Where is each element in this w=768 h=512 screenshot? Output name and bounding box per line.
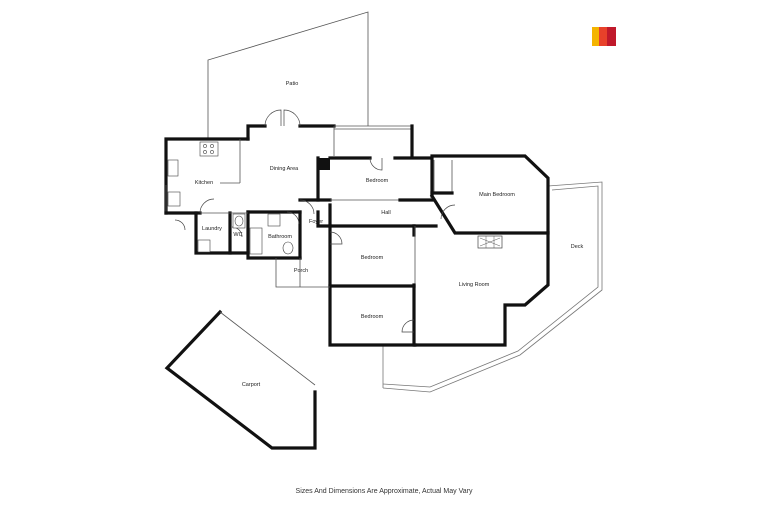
room-label-patio: Patio [286,81,299,87]
disclaimer-text: Sizes And Dimensions Are Approximate, Ac… [295,488,473,495]
room-label-bedroom-bottom: Bedroom [361,314,384,320]
room-label-bedroom-middle: Bedroom [361,255,384,261]
logo-bar-yellow [592,27,600,46]
room-label-foyer: Foyer [309,219,323,225]
room-label-bedroom-top: Bedroom [366,178,389,184]
doors [174,109,456,333]
house-walls [164,124,550,347]
brand-logo [592,27,616,46]
logo-bar-red [607,27,616,46]
room-label-laundry: Laundry [202,226,222,232]
room-label-living-room: Living Room [459,282,490,288]
room-label-dining-area: Dining Area [270,166,299,172]
room-label-deck: Deck [571,244,584,250]
patio-area [207,11,369,139]
room-label-wc: WC [233,232,242,238]
room-label-main-bedroom: Main Bedroom [479,192,515,198]
room-label-porch: Porch [294,268,308,274]
fixtures [167,141,503,255]
logo-bar-orange [599,27,608,46]
room-label-carport: Carport [242,382,261,388]
room-label-hall: Hall [381,210,390,216]
room-labels: Patio Kitchen Dining Area Bedroom Main B… [195,81,584,388]
deck-area [382,181,603,393]
room-label-kitchen: Kitchen [195,180,213,186]
carport-structure [164,309,317,450]
room-label-bathroom: Bathroom [268,234,292,240]
